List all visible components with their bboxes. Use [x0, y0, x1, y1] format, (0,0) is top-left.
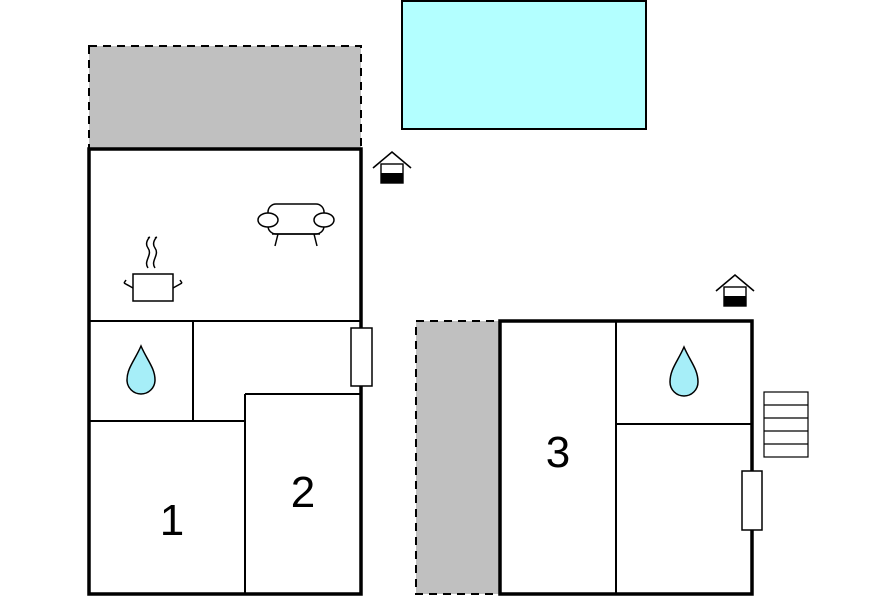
room-label-1: 1 [160, 496, 184, 545]
entrance-icon [715, 273, 755, 307]
right-building [498, 319, 754, 596]
door-icon [741, 470, 763, 531]
water-drop-icon [126, 344, 156, 395]
pool [401, 0, 647, 130]
stairs-icon [763, 391, 809, 458]
entrance-icon [372, 150, 412, 184]
room-label-2: 2 [291, 468, 315, 517]
door-icon [350, 327, 373, 387]
water-drop-icon [669, 345, 699, 397]
cooking-pot-icon [123, 236, 183, 302]
terrace-right-building [415, 320, 501, 595]
left-building-interior-walls [89, 320, 361, 594]
sofa-icon [257, 203, 335, 247]
terrace-top-left [88, 45, 362, 150]
right-building-interior-walls [615, 321, 752, 594]
room-label-3: 3 [546, 428, 570, 477]
